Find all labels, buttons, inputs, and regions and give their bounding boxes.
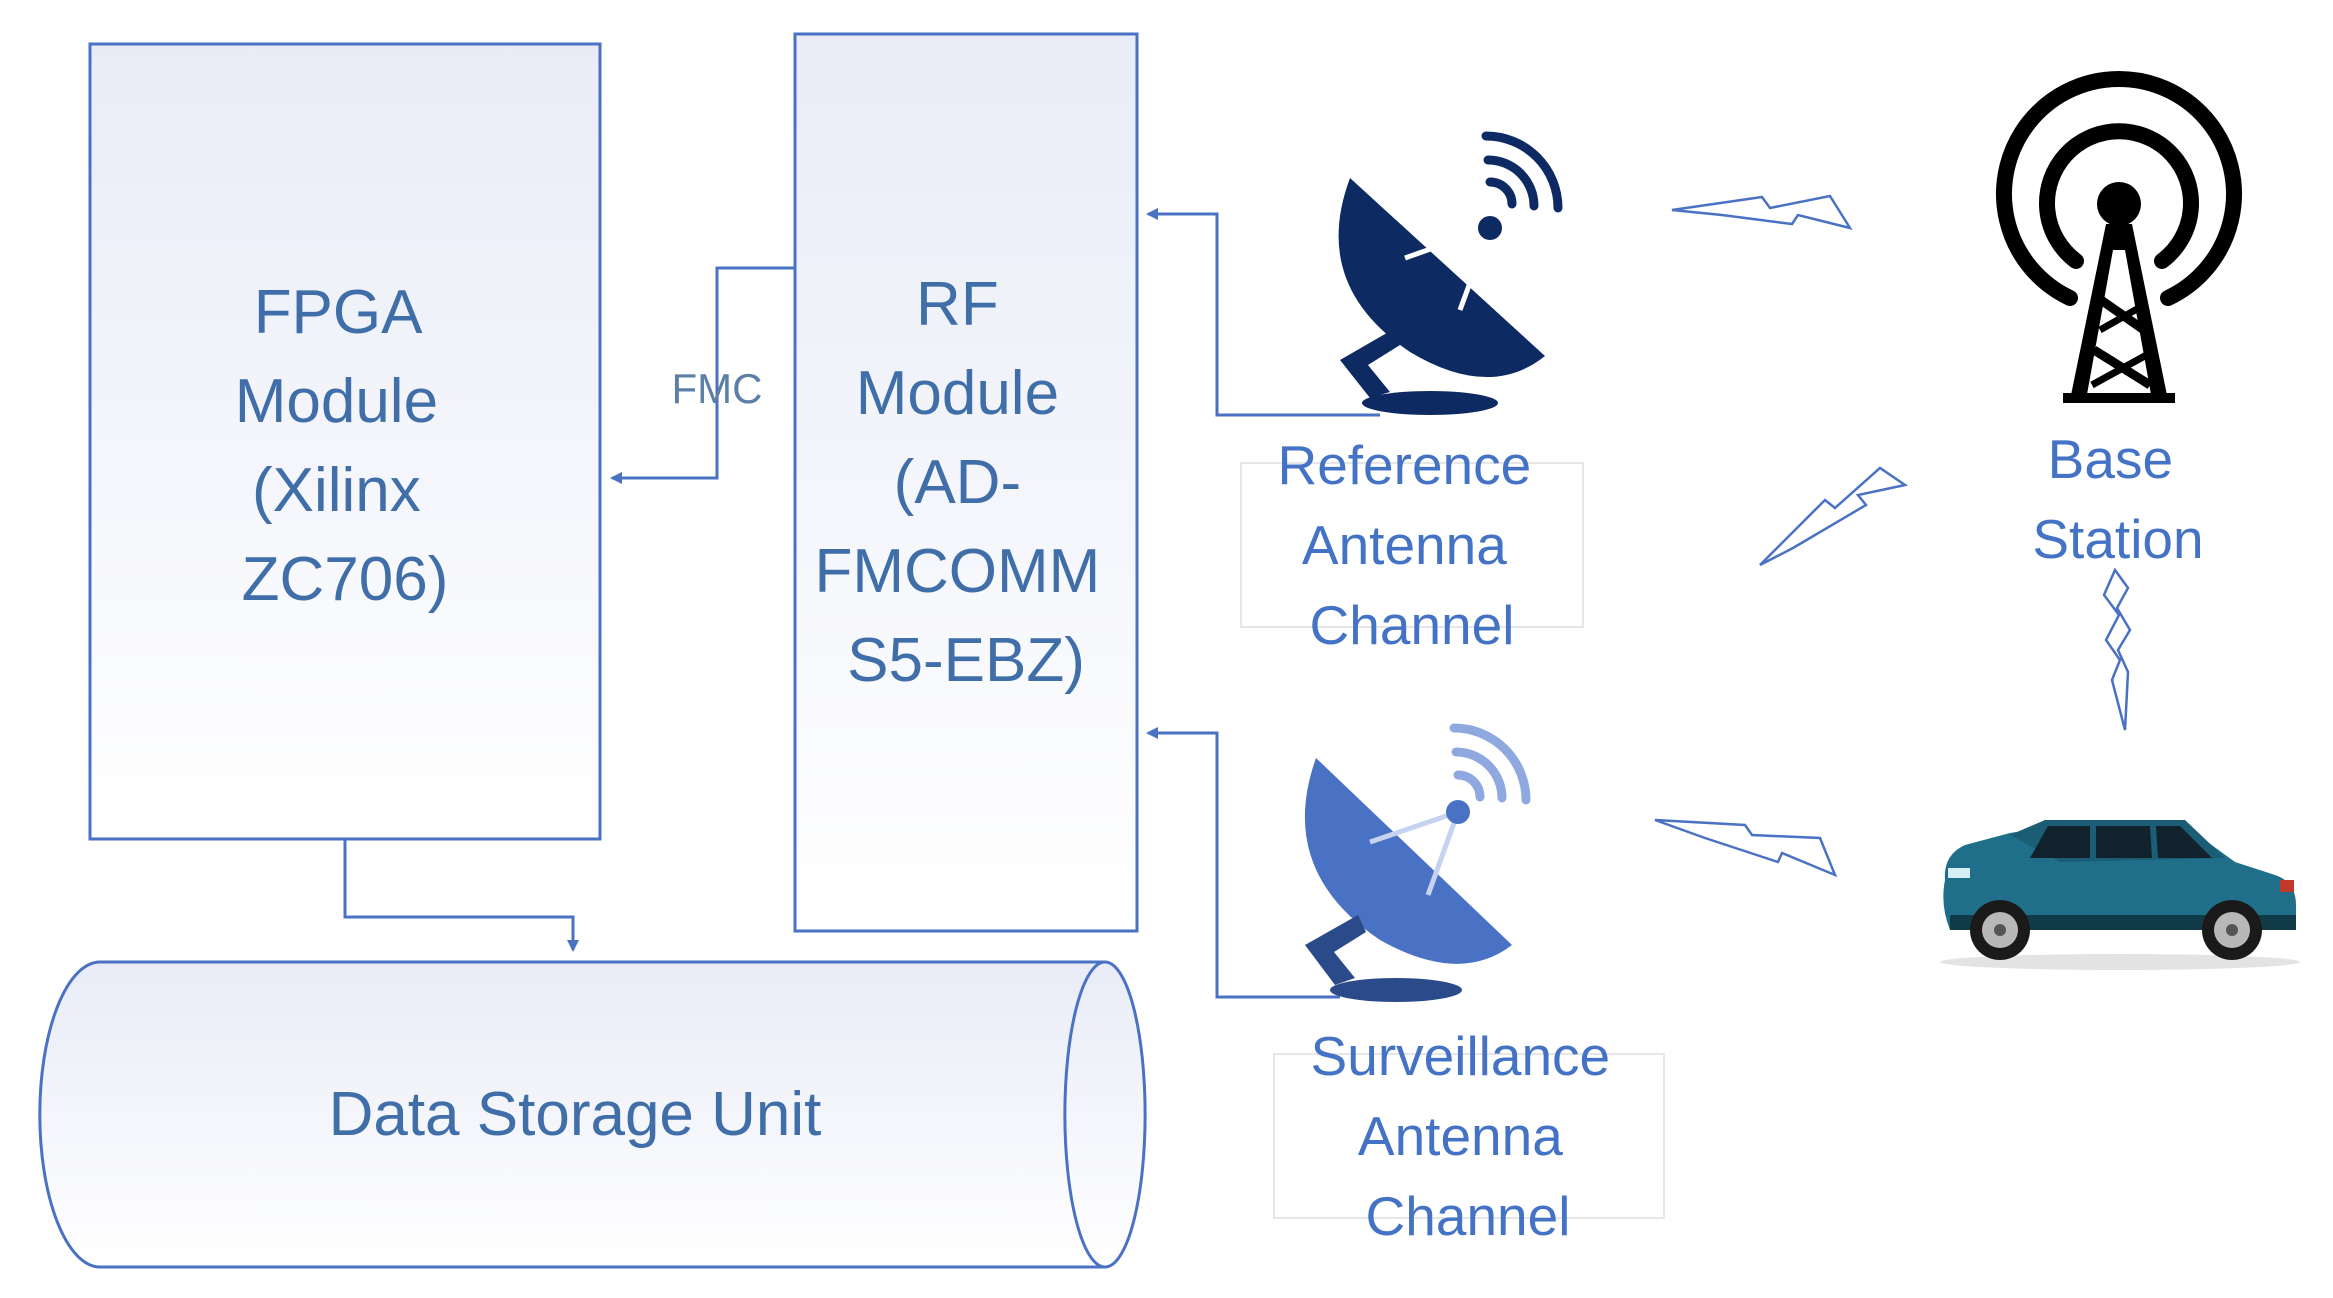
svg-text:RF Module (AD-: RF Module (AD- FMCOMM S5-EBZ) bbox=[814, 270, 1117, 695]
svg-text:Base Station: Base Station bbox=[2032, 428, 2203, 570]
surveillance-antenna: Surveillance Antenna Channel bbox=[1273, 723, 1665, 1247]
storage-cylinder-end bbox=[1063, 960, 1106, 1269]
car-icon bbox=[1940, 820, 2300, 970]
rf-module-label-line-2: Module bbox=[856, 359, 1059, 428]
data-storage-unit: Data Storage Unit bbox=[38, 960, 1147, 1269]
rf-module-label-line-1: RF bbox=[916, 270, 999, 339]
rf-module-box bbox=[793, 32, 1139, 933]
fpga-module-label-line-2: Module bbox=[235, 367, 438, 436]
rf-module: RF Module (AD- FMCOMM S5-EBZ) bbox=[793, 32, 1139, 933]
base-station: Base Station bbox=[1996, 70, 2242, 570]
base-station-label-line-1: Base bbox=[2048, 428, 2173, 490]
fpga-module-label-line-1: FPGA bbox=[254, 278, 423, 347]
vehicle bbox=[1940, 820, 2300, 970]
svg-text:Surveillance Antenna: Surveillance Antenna Channel bbox=[1311, 1025, 1626, 1247]
fmc-label: FMC bbox=[672, 365, 763, 412]
surveillance-antenna-label-box bbox=[1273, 1053, 1665, 1219]
base-station-label-line-2: Station bbox=[2032, 508, 2203, 570]
surveillance-antenna-label-line-1: Surveillance bbox=[1311, 1025, 1611, 1087]
fpga-module-label-line-3: (Xilinx bbox=[252, 456, 421, 525]
fpga-module-box bbox=[88, 42, 602, 841]
fmc-connector-line bbox=[610, 266, 795, 484]
reference-antenna-label-line-1: Reference bbox=[1277, 434, 1531, 496]
satellite-dish-icon bbox=[1338, 131, 1563, 415]
reference-antenna: Reference Antenna Channel bbox=[1240, 131, 1584, 656]
lightning-bolt-icon bbox=[1654, 818, 1838, 878]
rf-module-label-line-4: FMCOMM bbox=[814, 537, 1100, 606]
satellite-dish-icon bbox=[1304, 723, 1531, 1002]
radio-tower-icon bbox=[1996, 70, 2242, 403]
svg-text:Reference Antenna: Reference Antenna Channel bbox=[1277, 434, 1546, 656]
reference-antenna-label-line-3: Channel bbox=[1310, 594, 1515, 656]
fpga-module-label-line-4: ZC706) bbox=[242, 545, 449, 614]
lightning-bolt-icon bbox=[1759, 466, 1909, 567]
rf-module-label-line-5: S5-EBZ) bbox=[847, 626, 1085, 695]
surveillance-antenna-connector bbox=[1146, 727, 1340, 999]
lightning-bolt-icon bbox=[1671, 194, 1853, 230]
reference-antenna-label-line-2: Antenna bbox=[1302, 514, 1507, 576]
lightning-bolt-icon bbox=[2102, 567, 2132, 731]
fpga-to-storage-connector bbox=[343, 839, 579, 952]
wireless-links bbox=[1654, 194, 2132, 878]
surveillance-antenna-label-line-2: Antenna bbox=[1358, 1105, 1563, 1167]
rf-module-label-line-3: (AD- bbox=[894, 448, 1021, 517]
fpga-module: FPGA Module (Xilinx ZC706) bbox=[88, 42, 602, 841]
surveillance-antenna-label-line-3: Channel bbox=[1366, 1185, 1571, 1247]
data-storage-label: Data Storage Unit bbox=[329, 1080, 822, 1149]
svg-text:FPGA Module (Xilin: FPGA Module (Xilinx ZC706) bbox=[235, 278, 456, 614]
fmc-connector: FMC bbox=[610, 266, 795, 484]
reference-antenna-label-box bbox=[1240, 462, 1584, 628]
reference-antenna-connector bbox=[1146, 208, 1380, 417]
